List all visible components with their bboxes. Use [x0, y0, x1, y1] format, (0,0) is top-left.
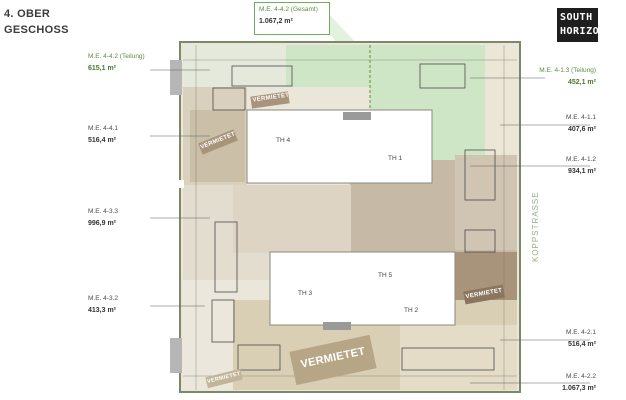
- south-horizon-logo: SOUTH HORIZON: [557, 8, 605, 42]
- core-east: [464, 149, 496, 201]
- logo-line2: HORIZON: [560, 26, 606, 37]
- courtyard-south-vent: [323, 322, 351, 330]
- west-stair-north: [170, 60, 182, 95]
- label-area: 996,9 m²: [88, 220, 117, 227]
- zone-4-3-3-inner: [233, 185, 351, 253]
- label-area: 934,1 m²: [567, 168, 596, 175]
- west-stair-south: [170, 338, 182, 373]
- floor-title-line2: GESCHOSS: [4, 24, 69, 36]
- zone-4-4-2-mid: [286, 45, 370, 87]
- label-4-2-1: M.E. 4-2.1 516,4 m²: [566, 328, 596, 349]
- core-ne: [419, 63, 466, 89]
- core-east-low: [464, 229, 496, 253]
- label-4-3-2: M.E. 4-3.2 413,3 m²: [88, 294, 118, 315]
- courtyard-north: [246, 109, 433, 184]
- west-notch: [172, 180, 184, 188]
- core-west-upper: [212, 87, 246, 111]
- cores: [211, 63, 496, 371]
- label-name: M.E. 4-2.2: [566, 373, 596, 380]
- zone-4-1-1: [485, 45, 517, 155]
- room-th1: TH 1: [388, 155, 403, 162]
- label-area: 516,4 m²: [567, 341, 596, 348]
- label-area: 516,4 m²: [88, 137, 117, 144]
- label-4-2-2: M.E. 4-2.2 1.067,3 m²: [562, 372, 596, 393]
- zone-4-1-2-east: [455, 155, 517, 250]
- label-name: M.E. 4-2.1: [566, 329, 596, 336]
- callout-4-4-2-gesamt: M.E. 4-4.2 (Gesamt) 1.067,2 m²: [254, 2, 330, 35]
- label-name: M.E. 4-3.3: [88, 208, 118, 215]
- label-4-4-2-teilung: M.E. 4-4.2 (Teilung) 615,1 m²: [88, 52, 145, 73]
- callout-area: 1.067,2 m²: [259, 18, 293, 25]
- zone-4-2-2-east: [400, 325, 517, 390]
- core-west-low: [211, 299, 235, 343]
- callout-name: M.E. 4-4.2 (Gesamt): [259, 6, 318, 13]
- label-name: M.E. 4-4.2 (Teilung): [88, 53, 145, 60]
- floor-title: 4. OBER GESCHOSS: [4, 6, 69, 38]
- label-name: M.E. 4-4.1: [88, 125, 118, 132]
- core-nw: [231, 65, 293, 87]
- label-name: M.E. 4-1.3 (Teilung): [539, 67, 596, 74]
- stamp-bg-2: [198, 129, 238, 155]
- label-4-1-2: M.E. 4-1.2 934,1 m²: [566, 155, 596, 176]
- floor-title-line1: 4. OBER: [4, 8, 51, 20]
- room-th3: TH 3: [298, 290, 313, 297]
- stamp-bg-5: [205, 368, 243, 389]
- label-name: M.E. 4-3.2: [88, 295, 118, 302]
- label-area: 413,3 m²: [88, 307, 117, 314]
- label-area: 452,1 m²: [567, 79, 596, 86]
- stamp-bg-3: [289, 334, 377, 386]
- label-4-1-3-teilung: M.E. 4-1.3 (Teilung) 452,1 m²: [539, 66, 596, 87]
- label-4-3-3: M.E. 4-3.3 996,9 m²: [88, 207, 118, 228]
- courtyard-north-vent: [343, 112, 371, 120]
- leaders: [150, 69, 590, 384]
- label-name: M.E. 4-1.2: [566, 156, 596, 163]
- room-th2: TH 2: [404, 307, 419, 314]
- label-area: 615,1 m²: [88, 65, 117, 72]
- label-name: M.E. 4-1.1: [566, 114, 596, 121]
- core-west-mid: [214, 221, 238, 293]
- stamp-bg-4: [463, 284, 505, 305]
- label-area: 1.067,3 m²: [562, 385, 596, 392]
- core-sw: [237, 344, 281, 371]
- courtyard-south: [269, 251, 456, 326]
- stamp-bg-1: [250, 91, 290, 109]
- zone-4-3-2: [183, 280, 233, 390]
- room-th5: TH 5: [378, 272, 393, 279]
- label-4-4-1: M.E. 4-4.1 516,4 m²: [88, 124, 118, 145]
- street-name: KOPPSTRASSE: [531, 191, 540, 262]
- label-area: 407,6 m²: [567, 126, 596, 133]
- core-se: [401, 347, 495, 371]
- logo-line1: SOUTH: [560, 12, 593, 23]
- label-4-1-1: M.E. 4-1.1 407,6 m²: [566, 113, 596, 134]
- room-th4: TH 4: [276, 137, 291, 144]
